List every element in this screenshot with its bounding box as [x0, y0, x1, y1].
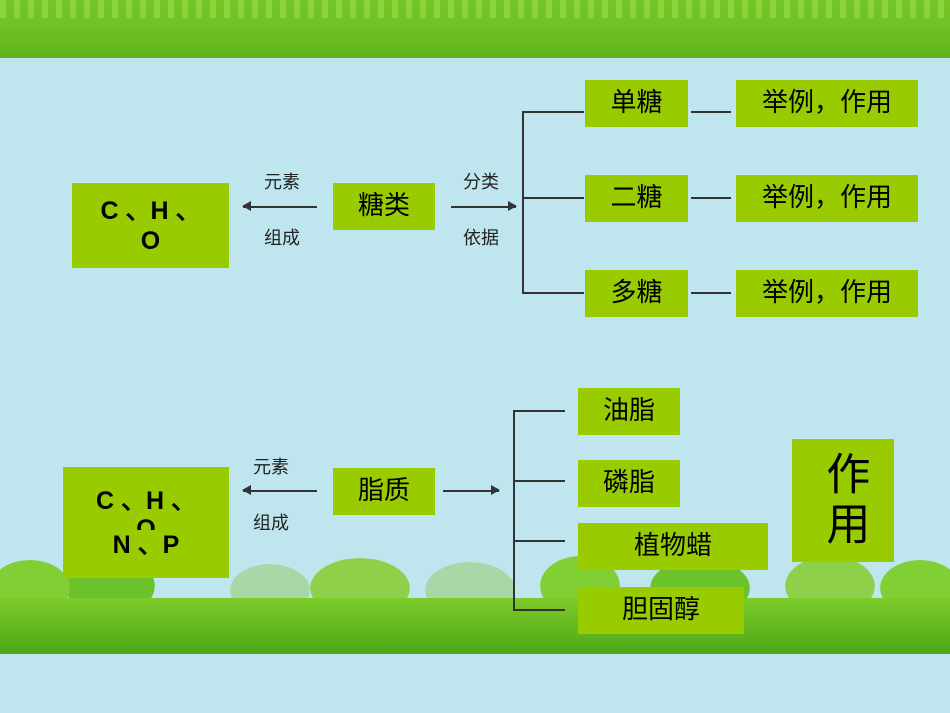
- lipid-bracket-vertical: [513, 410, 515, 610]
- sugar-label-composition: 组成: [264, 228, 300, 249]
- lipid-elements-line1: C 、H 、: [95, 486, 196, 515]
- lipid-branch-label: 油脂: [602, 395, 655, 426]
- sugar-detail-label: 举例，作用: [761, 277, 892, 308]
- lipid-label-element: 元素: [253, 457, 289, 478]
- top-grass-banner: [0, 0, 950, 58]
- sugar-center-box: 糖类: [333, 183, 435, 230]
- lipid-elements-line2: O: [136, 515, 156, 530]
- sugar-detail-label: 举例，作用: [761, 87, 892, 118]
- bottom-grass-banner: [0, 598, 950, 654]
- sugar-elements-box: C 、H 、 O: [72, 183, 229, 268]
- sugar-branch-box: 二糖: [585, 175, 688, 222]
- sugar-detail-box: 举例，作用: [736, 270, 918, 317]
- sugar-bracket-middle: [522, 197, 584, 199]
- sugar-label-classify: 分类: [463, 172, 499, 193]
- lipid-branch-label: 植物蜡: [633, 530, 712, 561]
- lipid-branch-label: 胆固醇: [621, 594, 700, 625]
- sugar-label-element: 元素: [264, 172, 300, 193]
- lipid-right-arrow: [443, 486, 500, 494]
- lipid-function-box: 作用: [792, 439, 894, 562]
- lipid-bracket-line: [513, 480, 565, 482]
- lipid-branch-label: 磷脂: [602, 467, 655, 498]
- lipid-bracket-line: [513, 540, 565, 542]
- lipid-left-arrow: [242, 486, 317, 494]
- bottom-background: [0, 654, 950, 713]
- lipid-branch-box: 油脂: [578, 388, 680, 435]
- lipid-function-label: 作用: [818, 450, 870, 551]
- sugar-label-basis: 依据: [463, 228, 499, 249]
- sugar-branch-connector: [691, 292, 731, 294]
- lipid-bracket-line: [513, 410, 565, 412]
- sugar-bracket-top: [522, 111, 584, 113]
- sugar-right-arrow: [451, 202, 517, 210]
- sugar-bracket-bottom: [522, 292, 584, 294]
- sugar-branch-label: 多糖: [610, 277, 663, 308]
- sugar-branch-label: 二糖: [610, 182, 663, 213]
- sugar-elements-line2: O: [140, 226, 161, 255]
- sugar-branch-box: 多糖: [585, 270, 688, 317]
- sugar-branch-connector: [691, 111, 731, 113]
- sugar-detail-box: 举例，作用: [736, 80, 918, 127]
- lipid-center-label: 脂质: [357, 475, 410, 506]
- sugar-branch-box: 单糖: [585, 80, 688, 127]
- lipid-branch-box: 植物蜡: [578, 523, 768, 570]
- sugar-left-arrow: [242, 202, 317, 210]
- lipid-label-composition: 组成: [253, 513, 289, 534]
- lipid-elements-line3: N 、P: [112, 530, 180, 559]
- sugar-branch-connector: [691, 197, 731, 199]
- sugar-bracket-vertical: [522, 111, 524, 293]
- sugar-center-label: 糖类: [357, 190, 410, 221]
- lipid-elements-box: C 、H 、 O N 、P: [63, 467, 229, 578]
- sugar-detail-label: 举例，作用: [761, 182, 892, 213]
- lipid-center-box: 脂质: [333, 468, 435, 515]
- sugar-branch-label: 单糖: [610, 87, 663, 118]
- sugar-detail-box: 举例，作用: [736, 175, 918, 222]
- lipid-bracket-line: [513, 609, 565, 611]
- sugar-elements-line1: C 、H 、: [100, 196, 201, 225]
- lipid-branch-box: 胆固醇: [578, 587, 744, 634]
- lipid-branch-box: 磷脂: [578, 460, 680, 507]
